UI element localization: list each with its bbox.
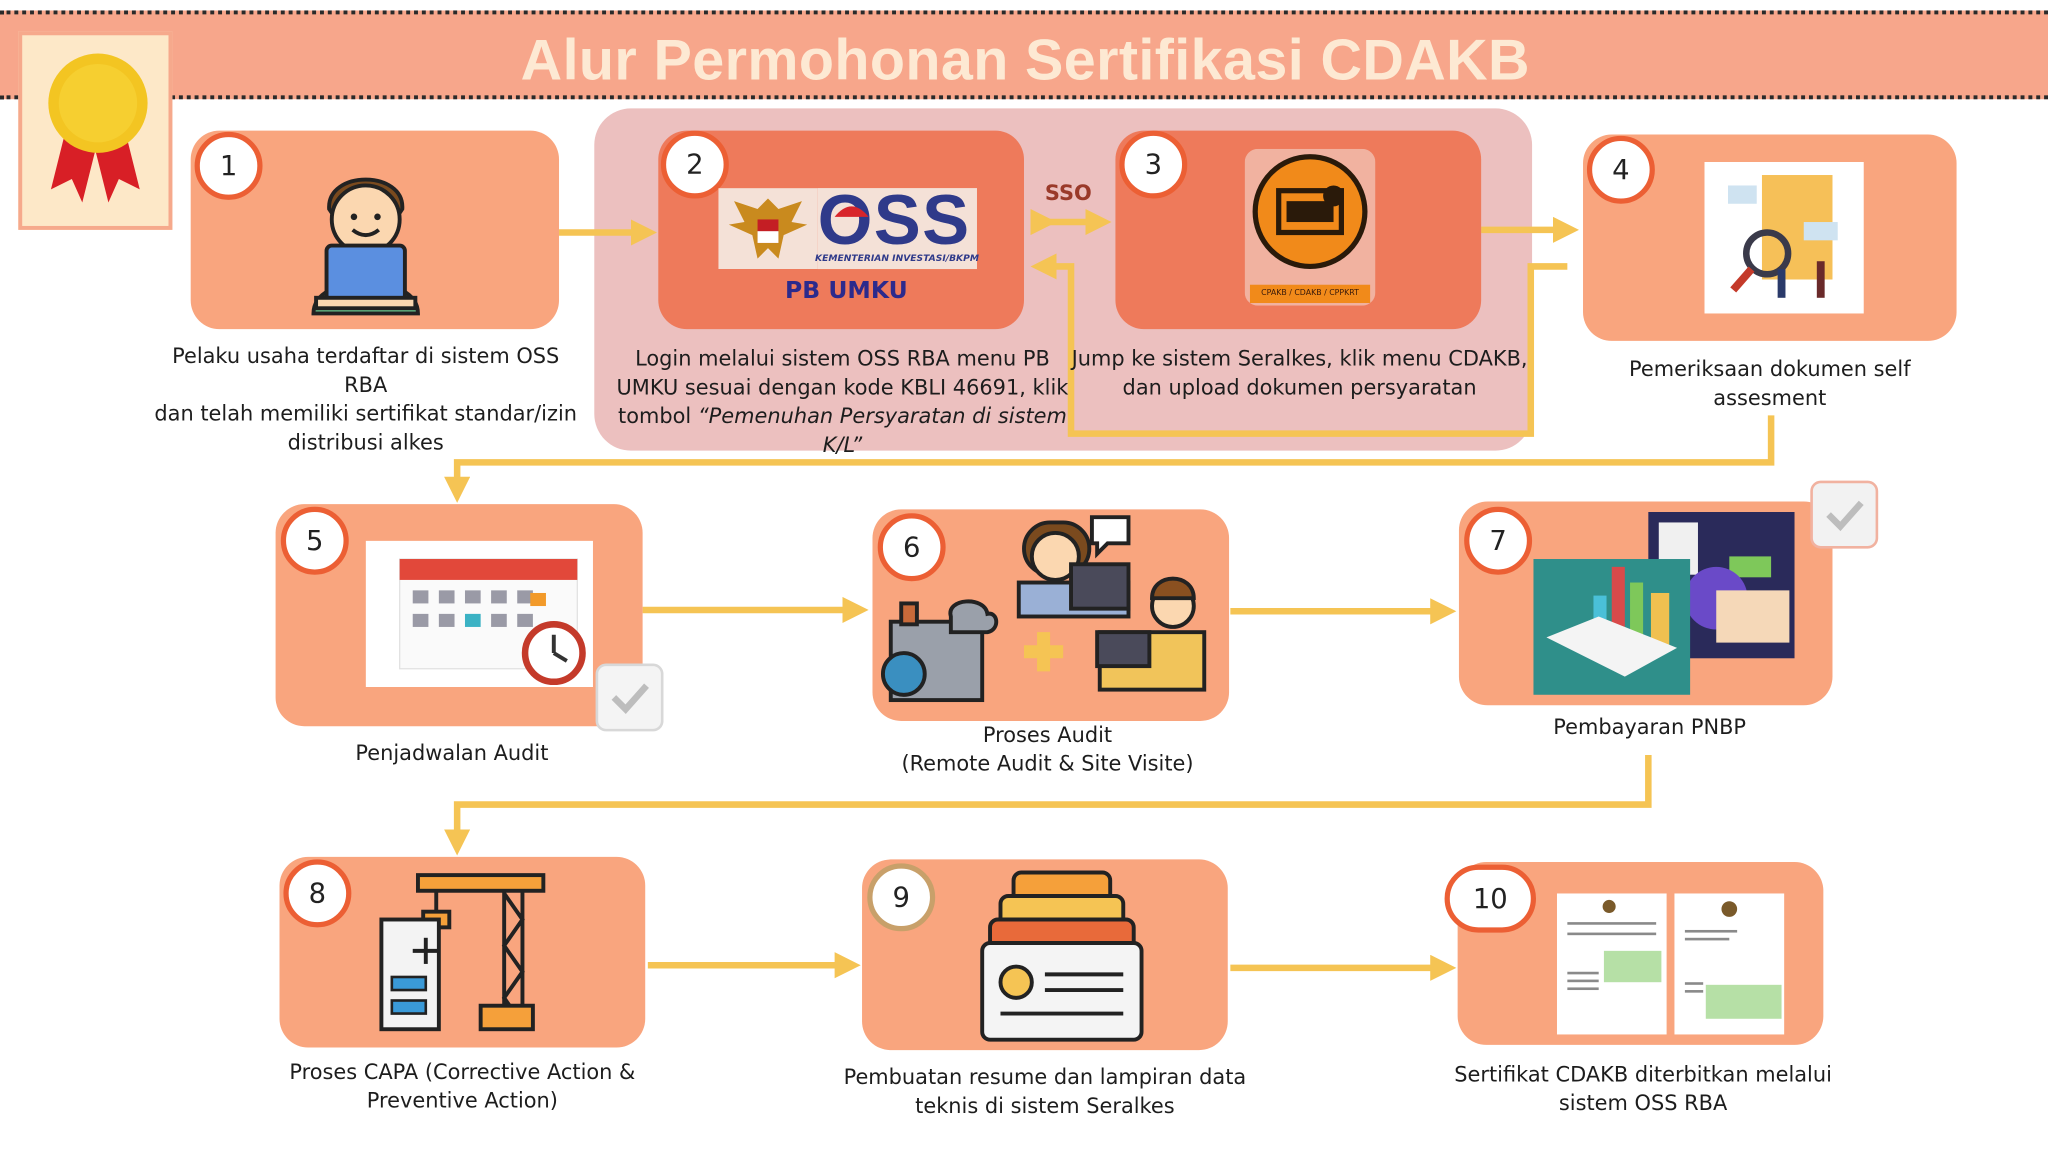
step-8-label: Proses CAPA (Corrective Action & Prevent…	[289, 1059, 636, 1113]
step-7-check-icon	[1810, 480, 1879, 549]
step-3-number: 3	[1119, 130, 1188, 199]
arrow-7-8	[444, 754, 1652, 856]
document-stack-icon	[980, 870, 1144, 1042]
oss-logo-text: OSS	[817, 181, 971, 260]
arrow-4-back-2	[1030, 253, 1568, 437]
award-badge	[18, 31, 173, 230]
step-5-check-icon	[595, 663, 664, 732]
page-title: Alur Permohonan Sertifikasi CDAKB	[520, 28, 1530, 93]
garuda-emblem-icon	[718, 188, 818, 270]
step-1-number: 1	[194, 131, 263, 200]
step-5-number: 5	[280, 506, 349, 575]
step-7-label: Pembayaran PNBP	[1553, 714, 1747, 740]
pb-umku-caption: PB UMKU	[784, 276, 908, 305]
crane-construction-icon	[379, 873, 546, 1032]
step-7-number: 7	[1464, 506, 1533, 575]
seralkes-logo-caption: CPAKB / CDAKB / CPPKRT	[1261, 288, 1359, 298]
step-8-number: 8	[283, 859, 352, 928]
oss-logo-bg	[817, 188, 977, 270]
step-10-label: Sertifikat CDAKB diterbitkan melalui sis…	[1454, 1061, 1832, 1116]
step-1-label: Pelaku usaha terdaftar di sistem OSS RBA…	[154, 343, 577, 455]
step-4-number: 4	[1586, 135, 1655, 204]
seralkes-logo-icon	[1244, 148, 1376, 306]
step-2-label: Login melalui sistem OSS RBA menu PB UMK…	[616, 346, 1069, 458]
oss-logo-mark	[834, 206, 869, 217]
certificate-documents-icon	[1556, 893, 1785, 1035]
payment-icon	[1533, 511, 1795, 695]
step-9-number: 9	[867, 863, 936, 932]
step-9-label: Pembuatan resume dan lampiran data tekni…	[843, 1064, 1247, 1119]
oss-logo-subtitle: KEMENTERIAN INVESTASI/BKPM	[815, 253, 979, 264]
calendar-schedule-icon	[365, 540, 593, 688]
sso-label: SSO	[1044, 180, 1092, 206]
step-6-label: Proses Audit (Remote Audit & Site Visite…	[901, 722, 1194, 776]
step-4-label: Pemeriksaan dokumen self assesment	[1628, 356, 1911, 411]
user-laptop-icon	[311, 177, 420, 316]
award-ribbon-icon	[48, 53, 148, 203]
step-10-number: 10	[1444, 864, 1536, 933]
step-2-number: 2	[660, 130, 729, 199]
step-6-number: 6	[877, 513, 946, 582]
document-inspection-icon	[1704, 161, 1864, 314]
audit-process-icon	[880, 515, 1207, 703]
step-3-label: Jump ke sistem Seralkes, klik menu CDAKB…	[1071, 346, 1528, 400]
arrow-4-5	[444, 415, 1775, 503]
title-bar	[0, 10, 2048, 100]
step-5-label: Penjadwalan Audit	[355, 740, 549, 766]
